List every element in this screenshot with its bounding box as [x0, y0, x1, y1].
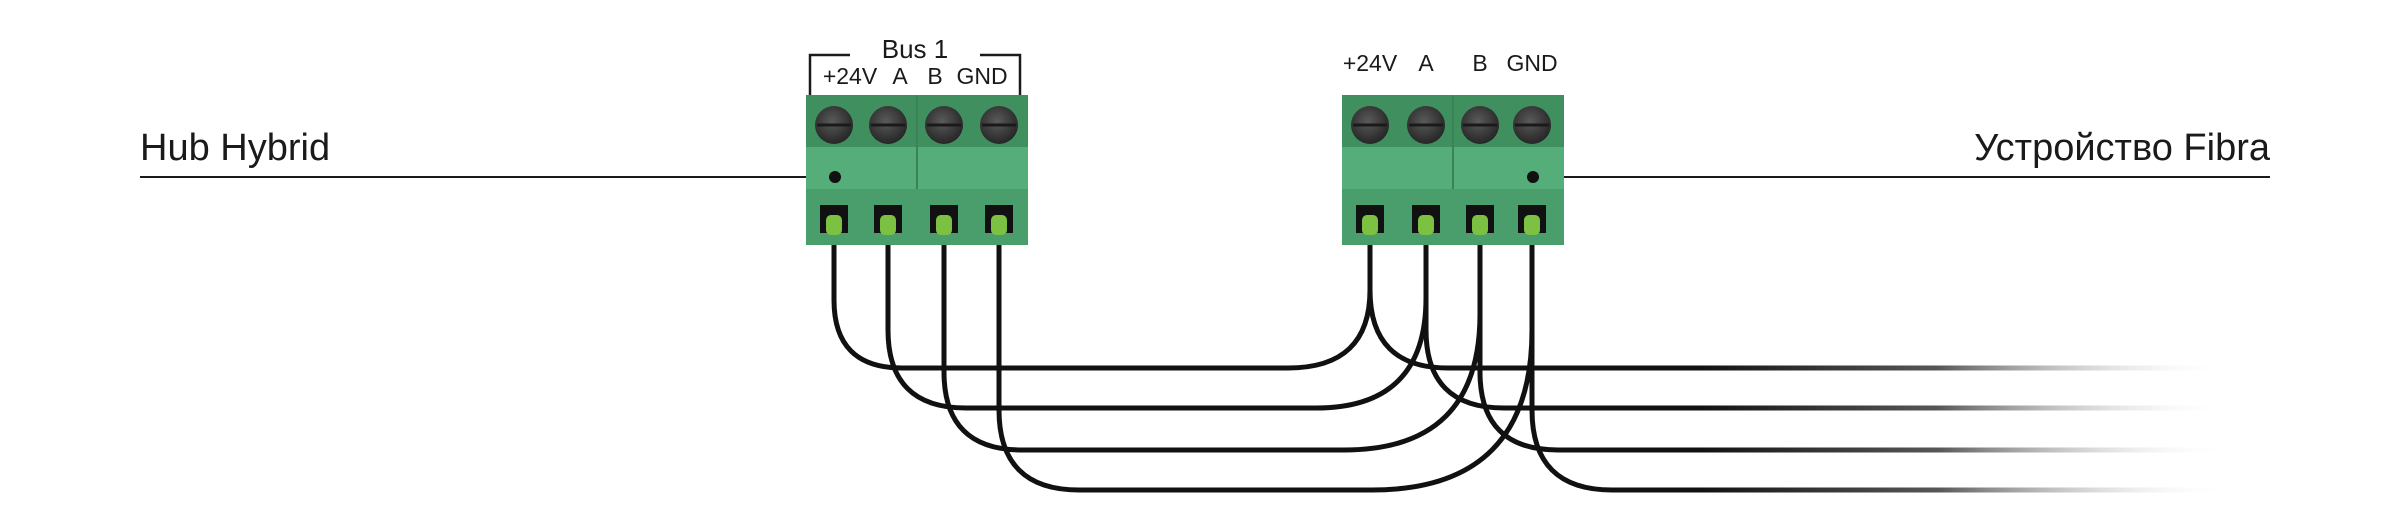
right-pin-label-24v: +24V [1343, 50, 1398, 76]
outgoing-wire-24v [1367, 232, 1703, 371]
bus-bracket: Bus 1 [808, 34, 1022, 95]
outgoing-wire-fade-a [1700, 405, 2230, 411]
outgoing-wire-gnd [1529, 232, 1703, 493]
wires [831, 232, 2230, 493]
right-terminal-pin-labels: +24V A B GND [1343, 50, 1558, 76]
right-device-label: Устройство Fibra [1974, 127, 2271, 169]
right-terminal-connection-dot [1527, 171, 1539, 183]
left-pin-contact-2 [880, 215, 896, 235]
right-pin-contact-3 [1472, 215, 1488, 235]
left-screws [815, 106, 1018, 144]
outgoing-wire-fade-b [1700, 447, 2230, 453]
right-pin-label-gnd: GND [1506, 50, 1557, 76]
wire-24v [831, 232, 1373, 371]
right-terminal-block [1342, 95, 1564, 245]
outgoing-wire-fade-24v [1700, 365, 2230, 371]
left-device: Hub Hybrid [140, 127, 841, 183]
left-pin-label-gnd: GND [956, 63, 1007, 89]
left-pin-contact-4 [991, 215, 1007, 235]
left-sockets [820, 205, 1013, 235]
left-pin-contact-1 [826, 215, 842, 235]
bus-bracket-line [808, 53, 1022, 95]
wire-gnd [996, 232, 1535, 493]
right-pin-contact-4 [1524, 215, 1540, 235]
left-pin-label-24v: +24V [823, 63, 878, 89]
outgoing-wire-b [1477, 232, 1703, 453]
right-device: Устройство Fibra [1527, 127, 2271, 183]
right-pin-contact-2 [1418, 215, 1434, 235]
right-sockets [1356, 205, 1546, 235]
left-terminal-pin-labels: +24V A B GND [823, 63, 1008, 89]
left-pin-contact-3 [936, 215, 952, 235]
right-screws [1351, 106, 1551, 144]
left-terminal-block [806, 95, 1028, 245]
left-pin-label-a: A [892, 63, 908, 89]
wire-a [885, 232, 1429, 411]
outgoing-wire-fade-gnd [1700, 487, 2230, 493]
wire-b [941, 232, 1483, 453]
left-terminal-connection-dot [829, 171, 841, 183]
left-pin-label-b: B [927, 63, 942, 89]
right-pin-label-b: B [1472, 50, 1487, 76]
right-pin-contact-1 [1362, 215, 1378, 235]
left-device-label: Hub Hybrid [140, 127, 330, 169]
outgoing-wire-a [1423, 232, 1703, 411]
bus-label: Bus 1 [882, 34, 949, 64]
right-pin-label-a: A [1418, 50, 1434, 76]
